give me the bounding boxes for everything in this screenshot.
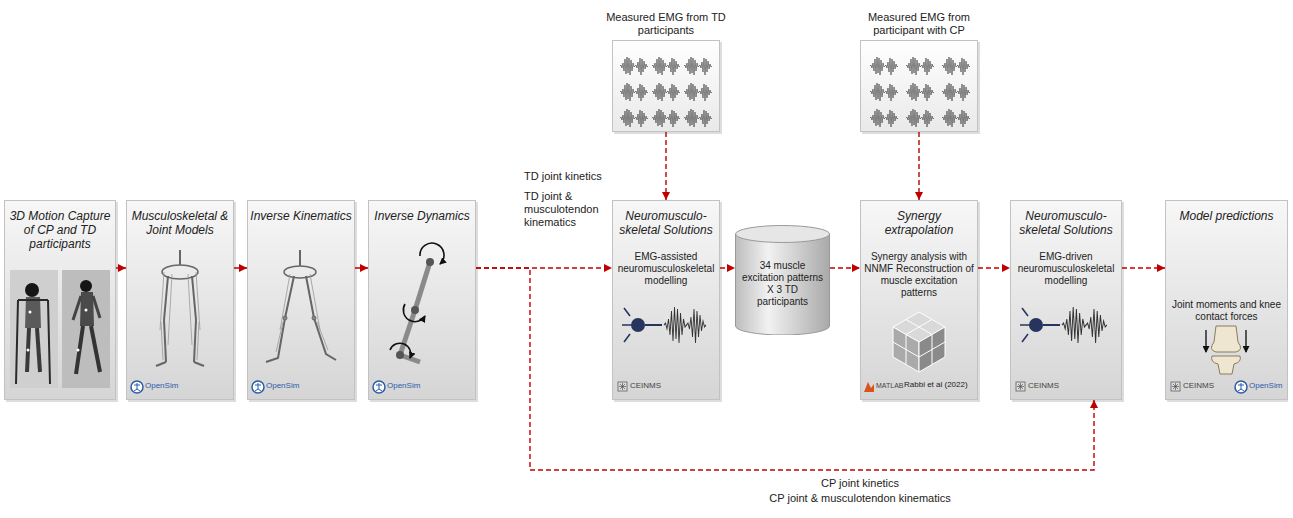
software-logo-text: OpenSim — [266, 381, 299, 391]
software-logo-text: OpenSim — [145, 381, 178, 391]
process-panel: Model predictionsJoint moments and knee … — [1165, 200, 1288, 400]
panel-title: Model predictions — [1166, 201, 1287, 223]
inverse-kinematics-model — [266, 250, 336, 362]
panel-title: Neuromusculo-skeletal Solutions — [1011, 201, 1121, 237]
process-panel: Neuromusculo-skeletal SolutionsEMG-assis… — [612, 200, 720, 400]
flow-label: TD joint & musculotendon kinematics — [524, 190, 610, 230]
dashed-arrow — [720, 267, 735, 268]
dashed-arrow — [234, 267, 247, 268]
dashed-arrow — [918, 132, 919, 200]
panel-heading: Measured EMG from participant with CP — [853, 11, 985, 37]
software-logo-text: CEINMS — [630, 381, 661, 391]
knee-joint — [1206, 326, 1246, 374]
panel-description: Joint moments and knee contact forces — [1169, 299, 1284, 323]
cylinder-text: 34 muscle excitation patterns X 3 TD par… — [741, 260, 824, 308]
panel-title: 3D Motion Capture of CP and TD participa… — [5, 201, 115, 251]
motion-capture-photos — [10, 270, 110, 388]
dashed-arrow — [830, 267, 860, 268]
software-logo-text: CEINMS — [1028, 381, 1059, 391]
panel-description: Synergy analysis with NNMF Reconstructio… — [864, 251, 974, 299]
panel-description: EMG-driven neuromusculoskeletal modellin… — [1014, 251, 1118, 287]
musculoskeletal-model — [156, 250, 204, 366]
emg-panel: Measured EMG from TD participants — [612, 40, 720, 132]
citation-text: Rabbi et al (2022) — [904, 380, 968, 390]
synergy-cube — [893, 312, 945, 372]
database-cylinder: 34 muscle excitation patterns X 3 TD par… — [735, 225, 830, 335]
dashed-arrow — [978, 267, 1010, 268]
dashed-arrow — [355, 267, 368, 268]
process-panel: Synergy extrapolationSynergy analysis wi… — [860, 200, 978, 400]
dashed-arrow — [1122, 267, 1165, 268]
process-panel: Inverse Dynamics — [368, 200, 476, 400]
software-logo-text: OpenSim — [387, 381, 420, 391]
software-logo-text: MATLAB — [876, 382, 904, 390]
emg-signals — [620, 57, 970, 127]
neuron-emg-icon — [622, 307, 1107, 343]
software-logos — [131, 381, 1247, 393]
panel-title: Neuromusculo-skeletal Solutions — [613, 201, 719, 237]
flow-label: TD joint kinetics — [524, 170, 602, 183]
panel-title: Inverse Dynamics — [369, 201, 475, 223]
panel-backgrounds — [4, 40, 1288, 402]
inverse-dynamics-leg — [390, 243, 444, 362]
flow-label: CP joint & musculotendon kinematics — [700, 492, 1020, 505]
dashed-arrow — [665, 132, 666, 200]
panel-title: Inverse Kinematics — [248, 201, 354, 223]
flow-label: CP joint kinetics — [700, 477, 1020, 490]
process-panel: Neuromusculo-skeletal SolutionsEMG-drive… — [1010, 200, 1122, 400]
panel-title: Synergy extrapolation — [861, 201, 977, 237]
software-logo-text: OpenSim — [1249, 381, 1282, 391]
process-panel: 3D Motion Capture of CP and TD participa… — [4, 200, 116, 400]
panel-heading: Measured EMG from TD participants — [605, 11, 727, 37]
dashed-arrow — [116, 267, 126, 268]
process-panel: Musculoskeletal & Joint Models — [126, 200, 234, 400]
panel-description: EMG-assisted neuromusculoskeletal modell… — [616, 251, 716, 287]
emg-panel: Measured EMG from participant with CP — [860, 40, 978, 132]
panel-title: Musculoskeletal & Joint Models — [127, 201, 233, 237]
process-panel: Inverse Kinematics — [247, 200, 355, 400]
software-logo-text: CEINMS — [1183, 381, 1214, 391]
